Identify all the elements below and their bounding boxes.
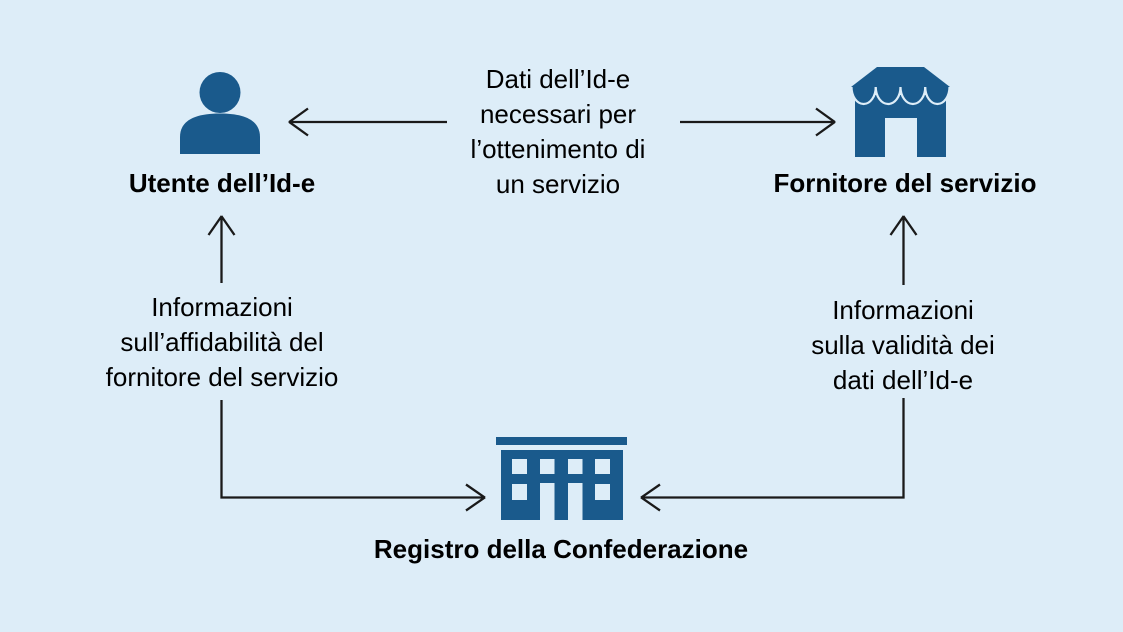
center-annotation: Dati dell’Id-e necessari per l’ottenimen… [470,64,646,199]
registry-node [496,437,627,520]
arrow-user-to-registry [220,400,486,512]
arrow-registry-to-user [207,215,236,283]
user-label: Utente dell’Id-e [128,168,316,198]
provider-label: Fornitore del servizio [773,168,1037,198]
user-node [178,71,262,155]
arrow-center-to-provider [680,107,836,137]
registry-label: Registro della Confederazione [373,534,749,564]
storefront-icon [851,67,950,157]
arrow-center-to-user [288,107,447,137]
right-annotation: Informazioni sulla validità dei dati del… [811,295,995,395]
provider-node [851,67,950,157]
government-building-icon [496,437,627,520]
left-annotation: Informazioni sull’affidabilità del forni… [105,292,339,392]
arrow-provider-to-registry [640,398,905,512]
arrow-registry-to-provider [889,215,918,285]
person-icon [180,72,260,154]
